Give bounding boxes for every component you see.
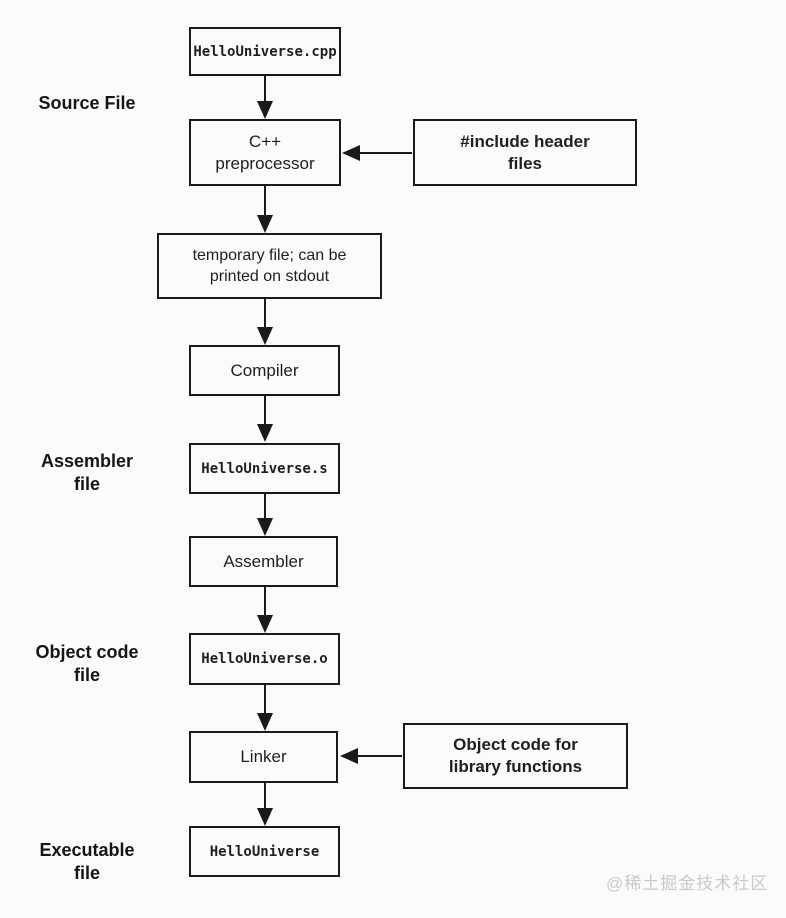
node-preprocessor: C++ preprocessor bbox=[189, 119, 341, 186]
node-assembler: Assembler bbox=[189, 536, 338, 587]
watermark-text: @稀土掘金技术社区 bbox=[606, 874, 769, 893]
node-temp-file: temporary file; can be printed on stdout bbox=[157, 233, 382, 299]
stage-label-assembler-file: Assembler file bbox=[40, 451, 134, 494]
stage-label-object-code-file: Object code file bbox=[35, 642, 139, 685]
node-assembler-file: HelloUniverse.s bbox=[189, 443, 340, 494]
stage-label-executable-file: Executable file bbox=[39, 840, 135, 883]
node-source-file: HelloUniverse.cpp bbox=[189, 27, 341, 76]
node-library-objects: Object code for library functions bbox=[403, 723, 628, 789]
node-compiler: Compiler bbox=[189, 345, 340, 396]
node-executable: HelloUniverse bbox=[189, 826, 340, 877]
node-object-file: HelloUniverse.o bbox=[189, 633, 340, 685]
node-include-headers: #include header files bbox=[413, 119, 637, 186]
node-linker: Linker bbox=[189, 731, 338, 783]
stage-label-source-file: Source File bbox=[38, 93, 136, 113]
